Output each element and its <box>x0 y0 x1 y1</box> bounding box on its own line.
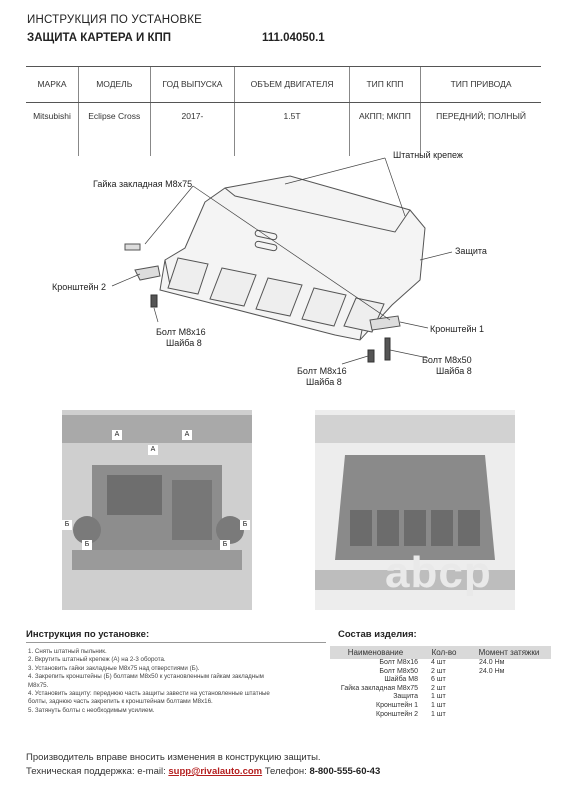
doc-subtitle: ЗАЩИТА КАРТЕРА И КПП <box>27 32 172 44</box>
marker: Б <box>82 540 92 550</box>
footer-support: Техническая поддержка: e-mail: supp@riva… <box>26 766 380 777</box>
table-row: Гайка закладная М8х75 2 шт <box>330 685 551 694</box>
parts-header: Кол-во <box>421 646 467 659</box>
label-washer-left: Шайба 8 <box>166 338 202 348</box>
part-qty: 2 шт <box>431 684 446 692</box>
label-bolt-m8x16-mid: Болт М8х16 <box>297 366 347 376</box>
instructions-list: 1. Снять штатный пыльник. 2. Вкрутить шт… <box>28 648 328 715</box>
installed-guard-drawing <box>315 410 515 610</box>
spec-header-row: МАРКА МОДЕЛЬ ГОД ВЫПУСКА ОБЪЕМ ДВИГАТЕЛЯ… <box>26 67 541 103</box>
part-qty: 1 шт <box>431 701 446 709</box>
instruction-step: 2. Вкрутить штатный крепеж (А) на 2-3 об… <box>28 656 166 664</box>
part-name: Кронштейн 1 <box>376 701 418 709</box>
parts-header: Момент затяжки <box>467 646 551 659</box>
label-bolt-m8x50: Болт М8х50 <box>422 355 472 365</box>
spec-header: ОБЪЕМ ДВИГАТЕЛЯ <box>234 67 350 103</box>
doc-title: ИНСТРУКЦИЯ ПО УСТАНОВКЕ <box>27 14 203 26</box>
table-row: Кронштейн 1 1 шт <box>330 702 551 711</box>
exploded-diagram <box>111 157 453 365</box>
instruction-step: 5. Затянуть болты с необходимым усилием. <box>28 706 155 714</box>
vehicle-spec-table: МАРКА МОДЕЛЬ ГОД ВЫПУСКА ОБЪЕМ ДВИГАТЕЛЯ… <box>26 66 541 156</box>
product-code: 111.04050.1 <box>262 32 325 44</box>
support-email-link[interactable]: supp@rivalauto.com <box>168 766 263 777</box>
label-bracket1: Кронштейн 1 <box>430 324 484 334</box>
parts-header: Наименование <box>330 646 421 659</box>
table-row: Защита 1 шт <box>330 693 551 702</box>
part-torque <box>467 676 551 685</box>
spec-value-row: Mitsubishi Eclipse Cross 2017- 1.5T АКПП… <box>26 102 541 156</box>
instruction-step: болты, заднюю часть закрепить к кронштей… <box>28 698 213 706</box>
instruction-step: 4. Установить защиту: переднюю часть защ… <box>28 690 270 698</box>
watermark-text: abcp <box>385 548 492 597</box>
part-torque <box>467 693 551 702</box>
spec-header: ТИП ПРИВОДА <box>420 67 541 103</box>
photo-underbody-without-guard: A A Б Б Б Б A <box>62 410 252 610</box>
footer-disclaimer: Производитель вправе вносить изменения в… <box>26 752 321 763</box>
part-name: Кронштейн 2 <box>376 710 418 718</box>
spec-cell: Eclipse Cross <box>77 102 151 156</box>
part-name: Шайба М8 <box>384 676 418 684</box>
table-row: Болт М8х50 2 шт 24.0 Нм <box>330 668 551 677</box>
spec-header: ГОД ВЫПУСКА <box>149 67 235 103</box>
label-washer-mid: Шайба 8 <box>306 377 342 387</box>
table-row: Кронштейн 2 1 шт <box>330 711 551 720</box>
table-row: Болт М8х16 4 шт 24.0 Нм <box>330 659 551 668</box>
leader-lines <box>111 157 453 365</box>
part-name: Болт М8х16 <box>379 659 418 666</box>
parts-title: Состав изделия: <box>338 629 417 640</box>
spec-header: МАРКА <box>26 67 79 103</box>
part-torque <box>467 702 551 711</box>
underbody-drawing <box>62 410 252 610</box>
spec-cell: ПЕРЕДНИЙ; ПОЛНЫЙ <box>420 102 541 156</box>
phone-label: Телефон: <box>264 766 307 777</box>
spec-header: МОДЕЛЬ <box>77 67 151 103</box>
part-torque: 24.0 Нм <box>479 667 505 675</box>
bolts-drawing <box>150 294 391 363</box>
instruction-step: М8х75. <box>28 681 49 689</box>
label-bracket2: Кронштейн 2 <box>52 282 106 292</box>
guard-windows <box>167 257 385 333</box>
label-bolt-m8x16-left: Болт М8х16 <box>156 327 206 337</box>
marker: A <box>182 430 192 440</box>
support-label: Техническая поддержка: e-mail: <box>26 766 166 777</box>
part-torque: 24.0 Нм <box>479 659 505 666</box>
label-guard: Защита <box>455 246 487 256</box>
support-phone: 8-800-555-60-43 <box>309 766 381 777</box>
part-torque <box>467 711 551 720</box>
instruction-step: 1. Снять штатный пыльник. <box>28 648 107 655</box>
spec-cell: 1.5T <box>234 102 350 156</box>
part-qty: 1 шт <box>431 710 446 718</box>
part-name: Болт М8х50 <box>379 667 418 675</box>
part-name: Гайка закладная М8х75 <box>340 684 418 692</box>
spec-cell: 2017- <box>149 102 235 156</box>
photo-underbody-with-guard <box>315 410 515 610</box>
part-qty: 4 шт <box>431 659 446 666</box>
spec-cell: АКПП; МКПП <box>348 102 421 156</box>
instruction-step: 4. Закрепить кронштейны (Б) болтами М8х5… <box>28 673 264 681</box>
label-insert-nut: Гайка закладная М8х75 <box>93 179 193 189</box>
label-stock-fastener: Штатный крепеж <box>393 150 463 160</box>
marker: Б <box>220 540 230 550</box>
instructions-title: Инструкция по установке: <box>26 629 150 640</box>
marker: A <box>112 430 122 440</box>
guard-plate-drawing <box>159 175 426 341</box>
part-qty: 2 шт <box>431 667 446 675</box>
brackets-drawing <box>124 243 401 331</box>
marker: Б <box>240 520 250 530</box>
spec-cell: Mitsubishi <box>33 111 71 121</box>
parts-table: Наименование Кол-во Момент затяжки Болт … <box>330 646 551 719</box>
part-name: Защита <box>393 693 418 701</box>
table-row: Шайба М8 6 шт <box>330 676 551 685</box>
part-torque <box>467 685 551 694</box>
part-qty: 6 шт <box>431 676 446 684</box>
instruction-step: 3. Установить гайки закладные М8х75 над … <box>28 664 200 672</box>
marker: Б <box>62 520 72 530</box>
spec-header: ТИП КПП <box>348 67 421 103</box>
part-qty: 1 шт <box>431 693 446 701</box>
label-washer-right: Шайба 8 <box>436 366 472 376</box>
instructions-divider <box>26 642 326 643</box>
marker: A <box>148 445 158 455</box>
